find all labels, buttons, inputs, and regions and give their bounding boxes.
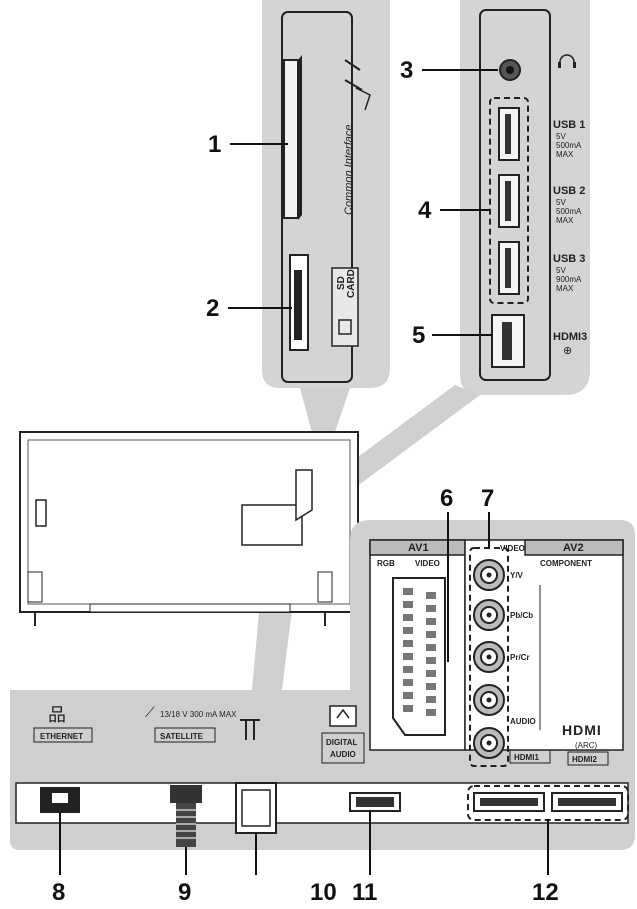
satellite-label-box <box>154 727 216 743</box>
callout-11: 11 <box>352 879 377 906</box>
av2-label: AV2 <box>563 542 584 554</box>
svg-text:USB 1: USB 1 <box>553 119 585 131</box>
tv-rear <box>19 431 359 626</box>
digital-audio-label-box <box>321 732 365 764</box>
svg-text:5V: 5V <box>556 266 566 275</box>
scart-connector <box>392 577 446 736</box>
usb3-label: USB 3 5V 900mA MAX <box>553 253 585 293</box>
scart-pins <box>403 588 436 716</box>
hdmi1-label: HDMI1 <box>514 753 539 762</box>
antenna-icon <box>240 719 260 740</box>
rca-jacks <box>473 559 505 759</box>
callout-12: 12 <box>532 879 559 906</box>
usb2-label: USB 2 5V 500mA MAX <box>553 185 585 225</box>
callout-5: 5 <box>412 322 425 349</box>
callout-1: 1 <box>208 131 221 158</box>
av2-video-label: VIDEO <box>500 544 525 553</box>
digital-audio-label-1: DIGITAL <box>326 738 358 747</box>
sd-card-label-1: SD <box>336 276 347 290</box>
satellite-icon: ⟋ <box>145 704 155 720</box>
ethernet-label: ETHERNET <box>40 732 83 741</box>
hdmi-logo: HDMI <box>562 722 602 738</box>
svg-text:MAX: MAX <box>556 284 574 293</box>
usb1-label: USB 1 5V 500mA MAX <box>553 119 585 159</box>
sd-card-badge <box>331 267 359 347</box>
callout-2: 2 <box>206 295 219 322</box>
svg-text:5V: 5V <box>556 132 566 141</box>
callout-10: 10 <box>310 879 337 906</box>
hdmi1-label-box <box>509 749 551 764</box>
ci-card-icon <box>344 59 363 115</box>
leader-lines <box>59 69 549 875</box>
svg-text:MAX: MAX <box>556 216 574 225</box>
satellite-power-label: 13/18 V 300 mA MAX <box>160 710 237 719</box>
arc-label: (ARC) <box>575 741 598 750</box>
av1-label: AV1 <box>408 542 429 554</box>
callout-6: 6 <box>440 485 453 512</box>
callout-7: 7 <box>481 485 494 512</box>
svg-text:MAX: MAX <box>556 150 574 159</box>
hdmi3-label: HDMI3 <box>553 331 587 343</box>
side-panel-right <box>460 0 590 395</box>
common-interface-label: Common Interface <box>343 125 355 215</box>
hdmi-input-icon: ⊕ <box>563 345 572 357</box>
hdmi2-label-box <box>567 751 609 766</box>
callout-3: 3 <box>400 57 413 84</box>
satellite-connector <box>170 785 202 803</box>
side-panel-right-frame <box>479 9 551 381</box>
callout-4: 4 <box>418 197 432 224</box>
ethernet-label-box <box>33 727 93 743</box>
sd-card-label-2: CARD <box>346 269 357 298</box>
svg-text:USB 2: USB 2 <box>553 185 585 197</box>
ci-slot-body <box>283 59 299 219</box>
av2-component-label: COMPONENT <box>540 559 592 568</box>
callout-9: 9 <box>178 879 191 906</box>
av1-video-label: VIDEO <box>415 559 440 568</box>
svg-text:5V: 5V <box>556 198 566 207</box>
pb-cb-label: Pb/Cb <box>510 611 533 620</box>
headphone-icon <box>559 54 575 63</box>
satellite-label: SATELLITE <box>160 732 204 741</box>
av1-rgb-label: RGB <box>377 559 395 568</box>
connector-wedge-left <box>300 388 350 470</box>
pr-cr-label: Pr/Cr <box>510 653 530 662</box>
y-v-label: Y/V <box>510 571 524 580</box>
usb-group-outline <box>489 97 529 304</box>
digital-audio-icon <box>329 705 357 727</box>
audio-label: AUDIO <box>510 717 536 726</box>
sd-card-icon <box>338 319 352 335</box>
hdmi2-label: HDMI2 <box>572 755 597 764</box>
side-panel-left-frame <box>281 11 353 383</box>
digital-audio-label-2: AUDIO <box>330 750 356 759</box>
svg-text:900mA: 900mA <box>556 275 582 284</box>
svg-text:500mA: 500mA <box>556 141 582 150</box>
bottom-strip <box>15 782 629 824</box>
svg-text:USB 3: USB 3 <box>553 253 585 265</box>
network-icon: 品 <box>48 705 66 725</box>
svg-text:500mA: 500mA <box>556 207 582 216</box>
callout-8: 8 <box>52 879 65 906</box>
